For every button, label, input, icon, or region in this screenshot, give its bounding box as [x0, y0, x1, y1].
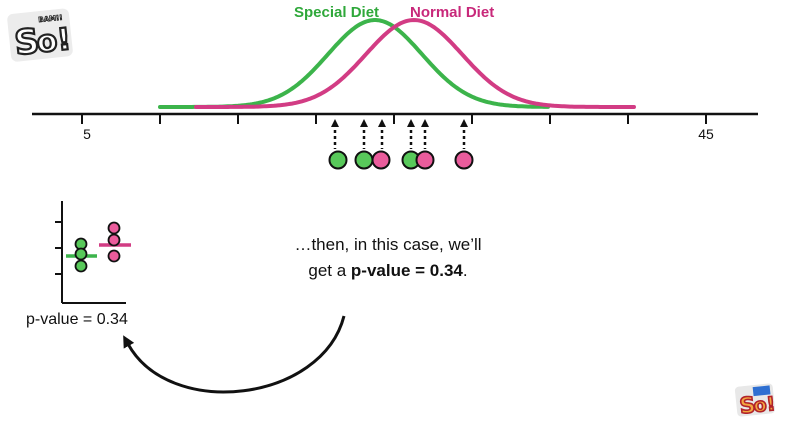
- axis-ticks: [81, 114, 707, 124]
- special-diet-point: [328, 150, 348, 170]
- curved-arrow: [123, 315, 346, 394]
- normal-diet-label: Normal Diet: [410, 4, 494, 21]
- special-diet-curve: [158, 18, 550, 109]
- mini-special-point: [74, 259, 88, 273]
- caption-line-1: …then, in this case, we’ll: [294, 235, 482, 254]
- dotted-arrow: [360, 119, 368, 149]
- normal-diet-curve: [194, 17, 636, 109]
- dotted-arrow: [378, 119, 386, 149]
- dotted-arrow: [331, 119, 339, 149]
- svg-text:S: S: [738, 393, 756, 418]
- mini-normal-point: [107, 233, 121, 247]
- axis-label-max: 45: [698, 126, 714, 142]
- p-value-label: p-value = 0.34: [26, 311, 128, 328]
- caption-text: …then, in this case, we’ll get a p-value…: [238, 232, 538, 284]
- normal-diet-point: [415, 150, 435, 170]
- dotted-arrow: [421, 119, 429, 149]
- svg-text:S: S: [13, 21, 42, 63]
- mini-normal-point: [107, 221, 121, 235]
- mini-special-point: [74, 247, 88, 261]
- measurement-points: [328, 150, 474, 170]
- mini-dot-plot: [55, 201, 131, 304]
- mini-normal-point: [107, 249, 121, 263]
- svg-text:o!: o!: [752, 393, 776, 417]
- caption-line-2: get a p-value = 0.34.: [308, 261, 468, 280]
- logo-icon: S o! BAM!!: [7, 8, 74, 64]
- dotted-arrow: [407, 119, 415, 149]
- logo-small-icon: S o!: [734, 383, 776, 418]
- dotted-arrow: [460, 119, 468, 149]
- axis-label-min: 5: [83, 126, 91, 142]
- special-diet-label: Special Diet: [294, 4, 379, 21]
- normal-diet-point: [454, 150, 474, 170]
- caption-pvalue: p-value = 0.34: [350, 261, 463, 280]
- normal-diet-point: [371, 150, 391, 170]
- special-diet-point: [354, 150, 374, 170]
- measurement-arrows: [331, 119, 468, 149]
- svg-text:o!: o!: [35, 22, 73, 60]
- svg-text:BAM!!: BAM!!: [38, 14, 63, 24]
